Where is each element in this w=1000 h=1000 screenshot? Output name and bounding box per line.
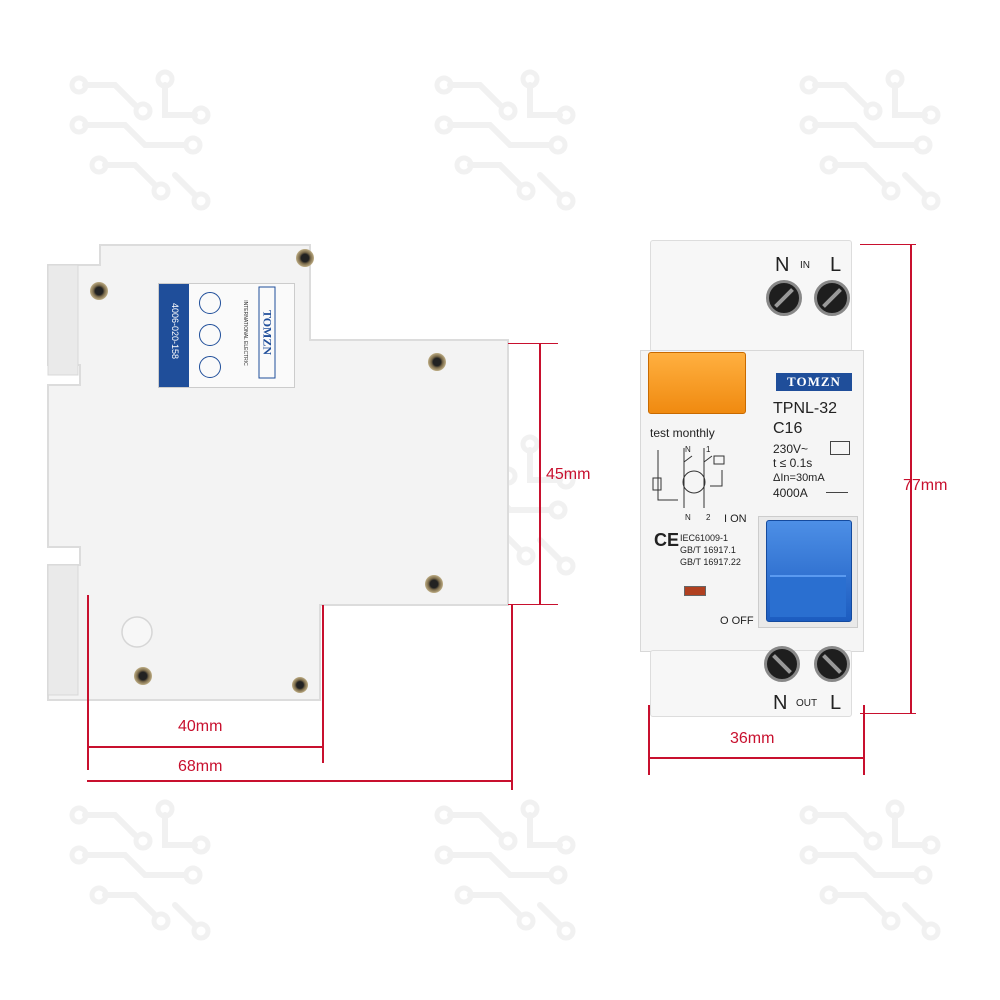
bottom-terminal-n-label: N [773,692,788,714]
bottom-terminal-out-label: OUT [796,698,818,709]
dim-68-tick-right [511,605,513,790]
rivet [425,575,443,593]
top-terminal-l-label: L [830,254,842,276]
trip-indicator-window [684,586,706,596]
toggle-handle-grip [770,575,846,617]
circuit-watermark-icon [430,795,580,945]
circuit-watermark-icon [430,65,580,215]
schematic-1-top: 1 [706,445,711,454]
dim-77-tick-top [860,244,916,245]
test-button[interactable] [648,352,746,414]
dim-40-tick-left [87,595,89,770]
terminal-screw-icon [764,646,800,682]
circuit-watermark-icon [795,65,945,215]
dim-40-tick-right [322,605,324,763]
side-label-sticker: 4006-020-158 INTERNATIONAL ELECTRIC TOMZ… [158,283,295,388]
voltage-label: 230V~ [773,442,809,456]
dim-40-line [87,746,323,748]
rivet [428,353,446,371]
schematic-n-top: N [685,445,691,454]
certification-seal-icon [199,356,221,378]
dim-45-line-vertical [539,343,541,605]
dim-45-label: 45mm [546,466,591,483]
schematic-2-bottom: 2 [706,513,711,522]
test-monthly-label: test monthly [650,426,715,440]
side-label-blue-strip [159,284,189,387]
switch-symbol-icon [826,492,848,493]
dim-68-label: 68mm [178,758,223,775]
dim-68-line [87,780,512,782]
dim-36-tick-left [648,705,650,775]
side-label-brand: TOMZN [258,286,276,379]
dim-77-tick-bottom [860,713,916,714]
dim-45-tick-top [508,343,558,344]
side-label-subtitle: INTERNATIONAL ELECTRIC [242,300,248,366]
on-label: I ON [724,513,747,525]
breaking-label: 4000A [773,486,808,500]
side-label-phone: 4006-020-158 [170,302,180,360]
certification-seal-icon [199,324,221,346]
dim-36-tick-right [863,705,865,775]
schematic-n-bottom: N [685,513,691,522]
standard-1: IEC61009-1 [680,533,729,543]
rivet [134,667,152,685]
model-label: TPNL-32 [773,400,838,417]
waveform-icon [830,441,850,455]
front-brand-badge: TOMZN [776,373,852,391]
dim-36-label: 36mm [730,730,775,747]
residual-label: ΔIn=30mA [773,472,825,484]
rivet [296,249,314,267]
dim-36-line [648,757,864,759]
circuit-watermark-icon [65,65,215,215]
rivet [292,677,308,693]
rcd-schematic-icon [652,448,725,508]
dim-77-line [910,244,912,714]
dim-45-tick-bottom [508,604,558,605]
time-label: t ≤ 0.1s [773,456,813,470]
circuit-watermark-icon [795,795,945,945]
standard-2: GB/T 16917.1 [680,545,736,555]
off-label: O OFF [720,615,754,627]
circuit-watermark-icon [65,795,215,945]
side-view: 4006-020-158 INTERNATIONAL ELECTRIC TOMZ… [40,235,520,705]
curve-label: C16 [773,420,803,437]
rivet [90,282,108,300]
bottom-terminal-l-label: L [830,692,842,714]
dim-40-label: 40mm [178,718,223,735]
certification-seal-icon [199,292,221,314]
dim-77-label: 77mm [903,477,948,494]
top-terminal-in-label: IN [800,260,810,271]
front-view: N IN L TOMZN TPNL-32 C16 230V~ t ≤ 0.1s … [640,240,864,720]
ce-mark: CE [654,530,680,550]
top-terminal-n-label: N [775,254,790,276]
standard-3: GB/T 16917.22 [680,557,741,567]
